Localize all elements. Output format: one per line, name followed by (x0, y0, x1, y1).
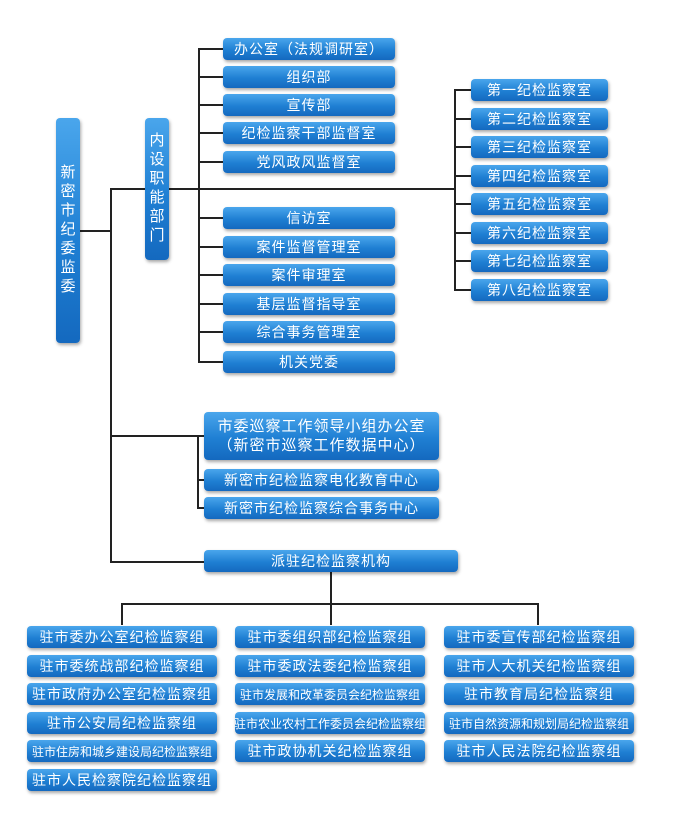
connector-line (330, 572, 332, 604)
group-publicity-dept: 驻市委宣传部纪检监察组 (444, 626, 634, 648)
group-agriculture-rural: 驻市农业农村工作委员会纪检监察组 (234, 712, 426, 734)
connector-line (198, 48, 224, 50)
connector-line (454, 118, 472, 120)
connector-line (110, 561, 205, 563)
connector-line (198, 361, 224, 363)
connector-line (198, 274, 224, 276)
connector-line (198, 161, 224, 163)
general-affairs-center: 新密市纪检监察综合事务中心 (204, 497, 439, 519)
inspection-room-4: 第四纪检监察室 (471, 165, 608, 187)
connector-line (537, 603, 539, 625)
inspection-room-5: 第五纪检监察室 (471, 193, 608, 215)
dept-conduct-supervision: 党风政风监督室 (223, 151, 395, 173)
inspection-room-7: 第七纪检监察室 (471, 250, 608, 272)
group-development-reform: 驻市发展和改革委员会纪检监察组 (235, 683, 425, 705)
connector-line (454, 203, 472, 205)
connector-line (198, 246, 224, 248)
dept-office: 办公室（法规调研室） (223, 38, 395, 60)
group-peoples-court: 驻市人民法院纪检监察组 (444, 740, 634, 762)
connector-line (198, 132, 224, 134)
inspection-office-line1: 市委巡察工作领导小组办公室 (217, 417, 426, 435)
group-natural-resources: 驻市自然资源和规划局纪检监察组 (444, 712, 634, 734)
audiovisual-education-center: 新密市纪检监察电化教育中心 (204, 469, 439, 491)
connector-line (110, 188, 112, 563)
group-party-office: 驻市委办公室纪检监察组 (27, 626, 217, 648)
internal-departments-node: 内设职能部门 (145, 118, 169, 260)
connector-line (78, 230, 112, 232)
connector-line (330, 603, 332, 625)
inspection-room-3: 第三纪检监察室 (471, 136, 608, 158)
group-organization-dept: 驻市委组织部纪检监察组 (235, 626, 425, 648)
inspection-room-2: 第二纪检监察室 (471, 108, 608, 130)
connector-line (198, 48, 200, 363)
connector-line (198, 217, 224, 219)
dept-party-committee: 机关党委 (223, 351, 395, 373)
dept-general-affairs: 综合事务管理室 (223, 321, 395, 343)
connector-line (198, 303, 224, 305)
group-procuratorate: 驻市人民检察院纪检监察组 (27, 769, 217, 791)
dept-case-review: 案件审理室 (223, 264, 395, 286)
group-government-office: 驻市政府办公室纪检监察组 (27, 683, 217, 705)
group-cppcc: 驻市政协机关纪检监察组 (235, 740, 425, 762)
connector-line (198, 104, 224, 106)
connector-line (198, 76, 224, 78)
group-political-legal: 驻市委政法委纪检监察组 (235, 655, 425, 677)
root-node-commission: 新密市纪委监委 (56, 118, 80, 343)
group-housing-construction: 驻市住房和城乡建设局纪检监察组 (27, 740, 217, 762)
connector-line (197, 435, 199, 508)
inspection-room-6: 第六纪检监察室 (471, 222, 608, 244)
connector-line (454, 232, 472, 234)
inspection-room-8: 第八纪检监察室 (471, 279, 608, 301)
connector-line (454, 89, 472, 91)
connector-line (454, 175, 472, 177)
dept-organization: 组织部 (223, 66, 395, 88)
connector-line (197, 479, 207, 481)
inspection-office-line2: （新密市巡察工作数据中心） (217, 436, 426, 454)
connector-line (198, 331, 224, 333)
connector-line (121, 603, 123, 625)
connector-line (110, 188, 146, 190)
group-peoples-congress: 驻市人大机关纪检监察组 (444, 655, 634, 677)
dept-cadre-supervision: 纪检监察干部监督室 (223, 122, 395, 144)
connector-line (454, 260, 472, 262)
inspection-room-1: 第一纪检监察室 (471, 79, 608, 101)
dept-case-supervision: 案件监督管理室 (223, 236, 395, 258)
connector-line (168, 188, 456, 190)
group-public-security: 驻市公安局纪检监察组 (27, 712, 217, 734)
dept-grassroots-guidance: 基层监督指导室 (223, 293, 395, 315)
inspection-leading-group-office: 市委巡察工作领导小组办公室 （新密市巡察工作数据中心） (204, 412, 439, 460)
dispatched-agencies-node: 派驻纪检监察机构 (204, 550, 458, 572)
connector-line (454, 289, 472, 291)
connector-line (110, 435, 205, 437)
dept-publicity: 宣传部 (223, 94, 395, 116)
group-education-bureau: 驻市教育局纪检监察组 (444, 683, 634, 705)
group-united-front: 驻市委统战部纪检监察组 (27, 655, 217, 677)
connector-line (197, 507, 207, 509)
connector-line (454, 89, 456, 291)
connector-line (454, 146, 472, 148)
dept-petitions: 信访室 (223, 207, 395, 229)
